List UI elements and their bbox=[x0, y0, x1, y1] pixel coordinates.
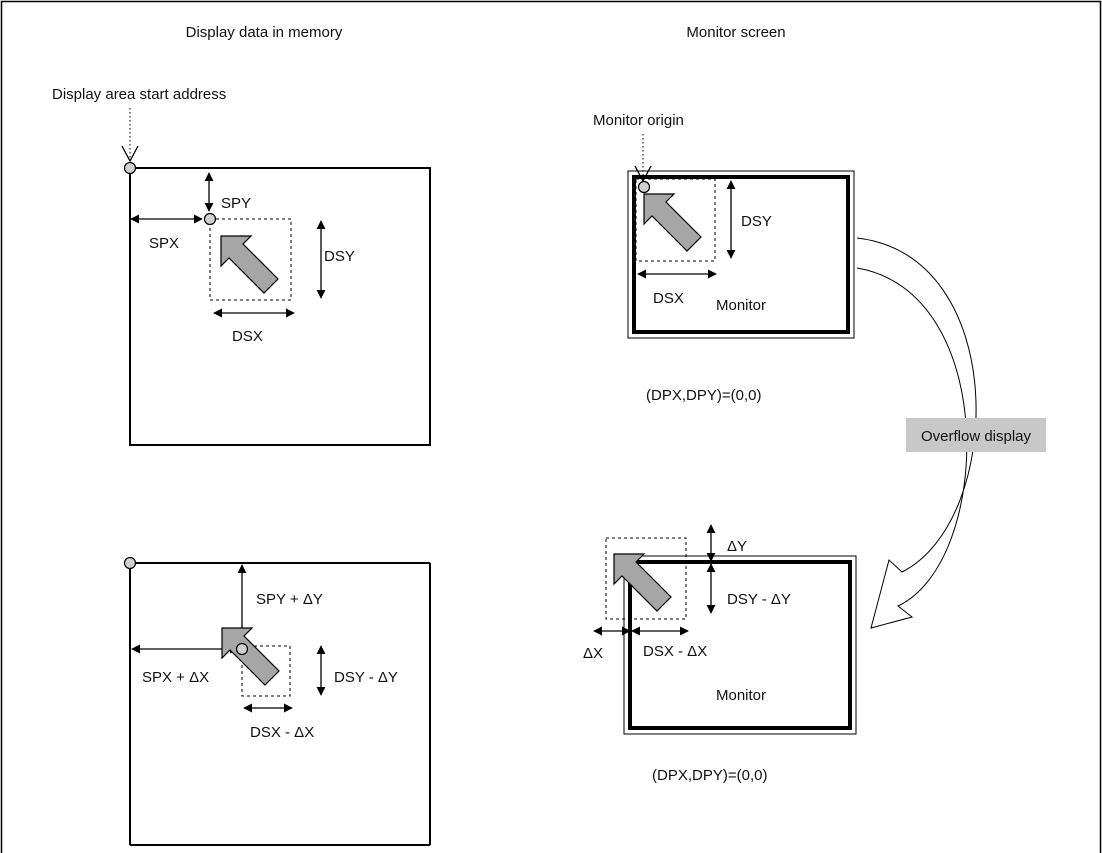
dsy-label: DSY bbox=[324, 248, 355, 265]
display-start-point bbox=[235, 642, 249, 656]
monitor-label: Monitor bbox=[716, 297, 766, 314]
monitor-top: Monitor origin DSY DSX Monitor (DPX,DPY)… bbox=[593, 112, 855, 404]
dsx-minus-dx-label: DSX - ΔX bbox=[643, 643, 707, 660]
monitor-frame-outer bbox=[623, 555, 857, 735]
monitor-origin-label: Monitor origin bbox=[593, 112, 684, 129]
pointer-arrow-icon bbox=[220, 235, 279, 294]
dsy-label: DSY bbox=[741, 213, 772, 230]
dpx-dpy-label: (DPX,DPY)=(0,0) bbox=[652, 767, 767, 784]
dx-label: ΔX bbox=[583, 645, 603, 662]
start-address-marker bbox=[123, 161, 137, 175]
display-start-point bbox=[203, 212, 217, 226]
dsx-label: DSX bbox=[232, 328, 263, 345]
monitor-title: Monitor screen bbox=[686, 24, 785, 41]
spy-plus-dy-label: SPY + ΔY bbox=[256, 591, 323, 608]
monitor-frame-outer bbox=[627, 170, 855, 339]
monitor-bottom: ΔY DSY - ΔY ΔX DSX - ΔX Monitor (DPX,DPY… bbox=[583, 524, 857, 784]
memory-title: Display data in memory bbox=[186, 24, 343, 41]
dpx-dpy-label: (DPX,DPY)=(0,0) bbox=[646, 387, 761, 404]
pointer-arrow-icon bbox=[221, 627, 280, 686]
dsx-minus-dx-label: DSX - ΔX bbox=[250, 724, 314, 741]
dy-label: ΔY bbox=[727, 538, 747, 555]
dsx-label: DSX bbox=[653, 290, 684, 307]
display-window bbox=[635, 178, 716, 262]
overflow-callout bbox=[906, 418, 1046, 452]
spx-plus-dx-label: SPX + ΔX bbox=[142, 669, 209, 686]
monitor-frame bbox=[628, 560, 852, 730]
memory-block-top: Display area start address SPY SPX DSY D… bbox=[52, 86, 431, 446]
dsy-minus-dy-label: DSY - ΔY bbox=[727, 591, 791, 608]
overflow-curve-arrow bbox=[856, 237, 977, 629]
memory-block-bottom: SPY + ΔY SPX + ΔX DSY - ΔY DSX - ΔX bbox=[123, 556, 431, 846]
overflow-display-label: Overflow display bbox=[921, 428, 1032, 445]
display-window-bottom bbox=[241, 645, 291, 697]
display-window-top bbox=[209, 218, 292, 301]
start-address-label: Display area start address bbox=[52, 86, 226, 103]
spy-label: SPY bbox=[221, 195, 251, 212]
pointer-arrow-icon bbox=[643, 193, 702, 252]
memory-area-top bbox=[129, 167, 431, 446]
display-window bbox=[605, 537, 687, 620]
monitor-frame bbox=[632, 175, 850, 334]
monitor-label: Monitor bbox=[716, 687, 766, 704]
dsy-minus-dy-label: DSY - ΔY bbox=[334, 669, 398, 686]
spx-label: SPX bbox=[149, 235, 179, 252]
pointer-arrow-icon bbox=[613, 553, 672, 612]
monitor-origin-marker bbox=[637, 180, 651, 194]
start-address-marker bbox=[123, 556, 137, 570]
